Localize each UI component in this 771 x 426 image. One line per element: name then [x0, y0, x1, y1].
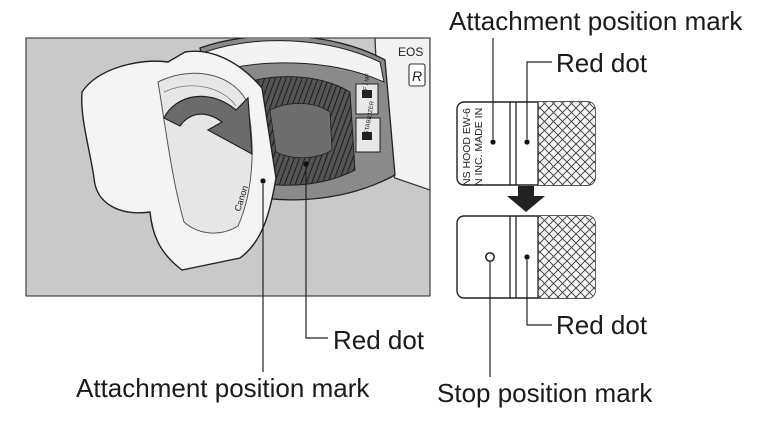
- panel-red-dot: [524, 139, 530, 145]
- hood-attachment-mark: [260, 178, 266, 184]
- stop-position-mark-label: Stop position mark: [437, 378, 653, 408]
- top-red-dot-label: Red dot: [556, 48, 648, 78]
- stabilizer-switch-text: STABILIZER: [364, 100, 376, 135]
- mode-badge-text: R: [412, 68, 422, 84]
- hood-strip-line2: N INC. MADE IN: [473, 108, 485, 186]
- top-attachment-mark-label: Attachment position mark: [449, 6, 743, 36]
- af-switch-text: AF / MF: [362, 72, 372, 94]
- bottom-attachment-mark-label: Attachment position mark: [76, 373, 370, 403]
- panel-red-dot-lower: [524, 254, 530, 260]
- photo-red-dot-label: Red dot: [333, 325, 425, 355]
- lens-photo: R EOS AF / MF STABILIZER: [25, 37, 431, 297]
- down-arrow-icon: [507, 186, 545, 212]
- lens-red-dot: [303, 161, 309, 167]
- hood-strip-line1: NS HOOD EW-6: [461, 108, 473, 186]
- leader-lines: [262, 38, 552, 377]
- lower-red-dot-label: Red dot: [556, 310, 648, 340]
- mode-badge: [408, 63, 426, 87]
- rotation-arrow-icon: [163, 95, 253, 156]
- detail-panel-stop: [456, 215, 596, 299]
- panel-attachment-mark: [490, 139, 496, 145]
- panel-stop-mark: [485, 252, 495, 262]
- detail-panel-attach: NS HOOD EW-6 N INC. MADE IN: [456, 101, 596, 186]
- camera-brand-text: EOS: [398, 45, 423, 59]
